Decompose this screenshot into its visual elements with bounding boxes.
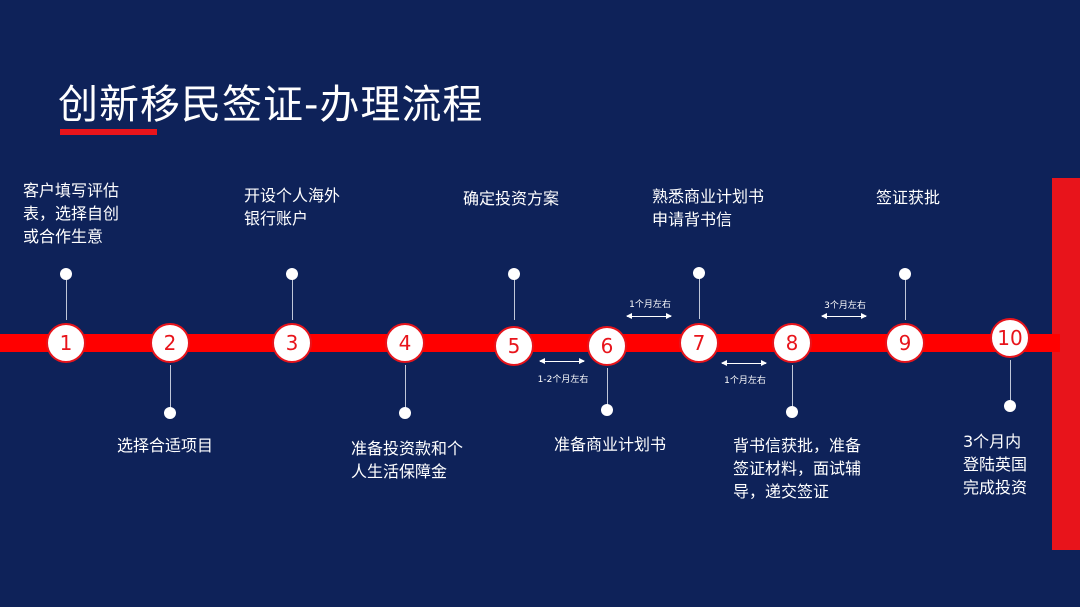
step-label-line: 确定投资方案 [463,189,560,208]
connector-step-7 [699,274,700,319]
step-label-line: 登陆英国 [963,455,1028,474]
step-label-2: 选择合适项目 [117,434,213,457]
step-node-8: 8 [772,323,812,363]
connector-step-6 [607,368,608,410]
step-label-line: 人生活保障金 [351,462,448,481]
step-label-8: 背书信获批，准备 签证材料，面试辅 导，递交签证 [733,434,861,503]
duration-arrow-8-9 [821,313,867,319]
dot-step-1 [60,268,72,280]
step-label-3: 开设个人海外 银行账户 [244,184,340,230]
step-label-line: 准备商业计划书 [554,435,667,454]
step-node-10: 10 [990,318,1030,358]
duration-arrow-5-6 [539,358,585,364]
right-accent-bar [1052,178,1080,550]
duration-arrow-6-7 [626,313,672,319]
dot-step-3 [286,268,298,280]
duration-label-6-7: 1个月左右 [629,300,671,310]
step-label-6: 准备商业计划书 [554,433,666,456]
step-label-line: 完成投资 [963,478,1028,497]
step-label-line: 准备投资款和个 [351,439,464,458]
connector-step-3 [292,275,293,320]
step-node-5: 5 [494,326,534,366]
duration-label-8-9: 3个月左右 [824,301,866,311]
step-node-2: 2 [150,323,190,363]
connector-step-5 [514,275,515,320]
step-label-10: 3个月内 登陆英国 完成投资 [963,430,1027,499]
step-label-line: 签证材料，面试辅 [733,459,862,478]
step-node-9: 9 [885,323,925,363]
connector-step-4 [405,365,406,413]
connector-step-1 [66,275,67,320]
connector-step-8 [792,365,793,413]
step-label-line: 客户填写评估 [23,181,120,200]
step-label-line: 表，选择自创 [23,204,120,223]
page-title: 创新移民签证-办理流程 [58,82,484,128]
duration-label-5-6: 1-2个月左右 [537,375,589,385]
step-node-3: 3 [272,323,312,363]
step-label-4: 准备投资款和个 人生活保障金 [351,437,463,483]
step-node-7: 7 [679,323,719,363]
dot-step-10 [1004,400,1016,412]
step-label-line: 背书信获批，准备 [733,436,862,455]
connector-step-2 [170,365,171,413]
dot-step-4 [399,407,411,419]
step-node-1: 1 [46,323,86,363]
dot-step-9 [899,268,911,280]
duration-label-7-8: 1个月左右 [724,376,766,386]
dot-step-7 [693,267,705,279]
duration-arrow-7-8 [721,360,767,366]
step-label-1: 客户填写评估 表，选择自创 或合作生意 [23,179,119,248]
step-label-line: 熟悉商业计划书 [652,187,765,206]
dot-step-6 [601,404,613,416]
step-node-6: 6 [587,326,627,366]
step-label-line: 或合作生意 [23,227,104,246]
step-label-line: 选择合适项目 [117,436,214,455]
step-node-4: 4 [385,323,425,363]
step-label-line: 3个月内 [963,432,1022,451]
title-underline [60,129,157,135]
step-label-7: 熟悉商业计划书 申请背书信 [652,185,764,231]
connector-step-9 [905,275,906,320]
dot-step-2 [164,407,176,419]
step-label-line: 签证获批 [876,188,941,207]
dot-step-5 [508,268,520,280]
connector-step-10 [1010,360,1011,406]
step-label-5: 确定投资方案 [463,187,559,210]
step-label-line: 申请背书信 [652,210,733,229]
dot-step-8 [786,406,798,418]
step-label-line: 银行账户 [244,209,309,228]
step-label-line: 导，递交签证 [733,482,830,501]
step-label-9: 签证获批 [876,186,940,209]
step-label-line: 开设个人海外 [244,186,341,205]
